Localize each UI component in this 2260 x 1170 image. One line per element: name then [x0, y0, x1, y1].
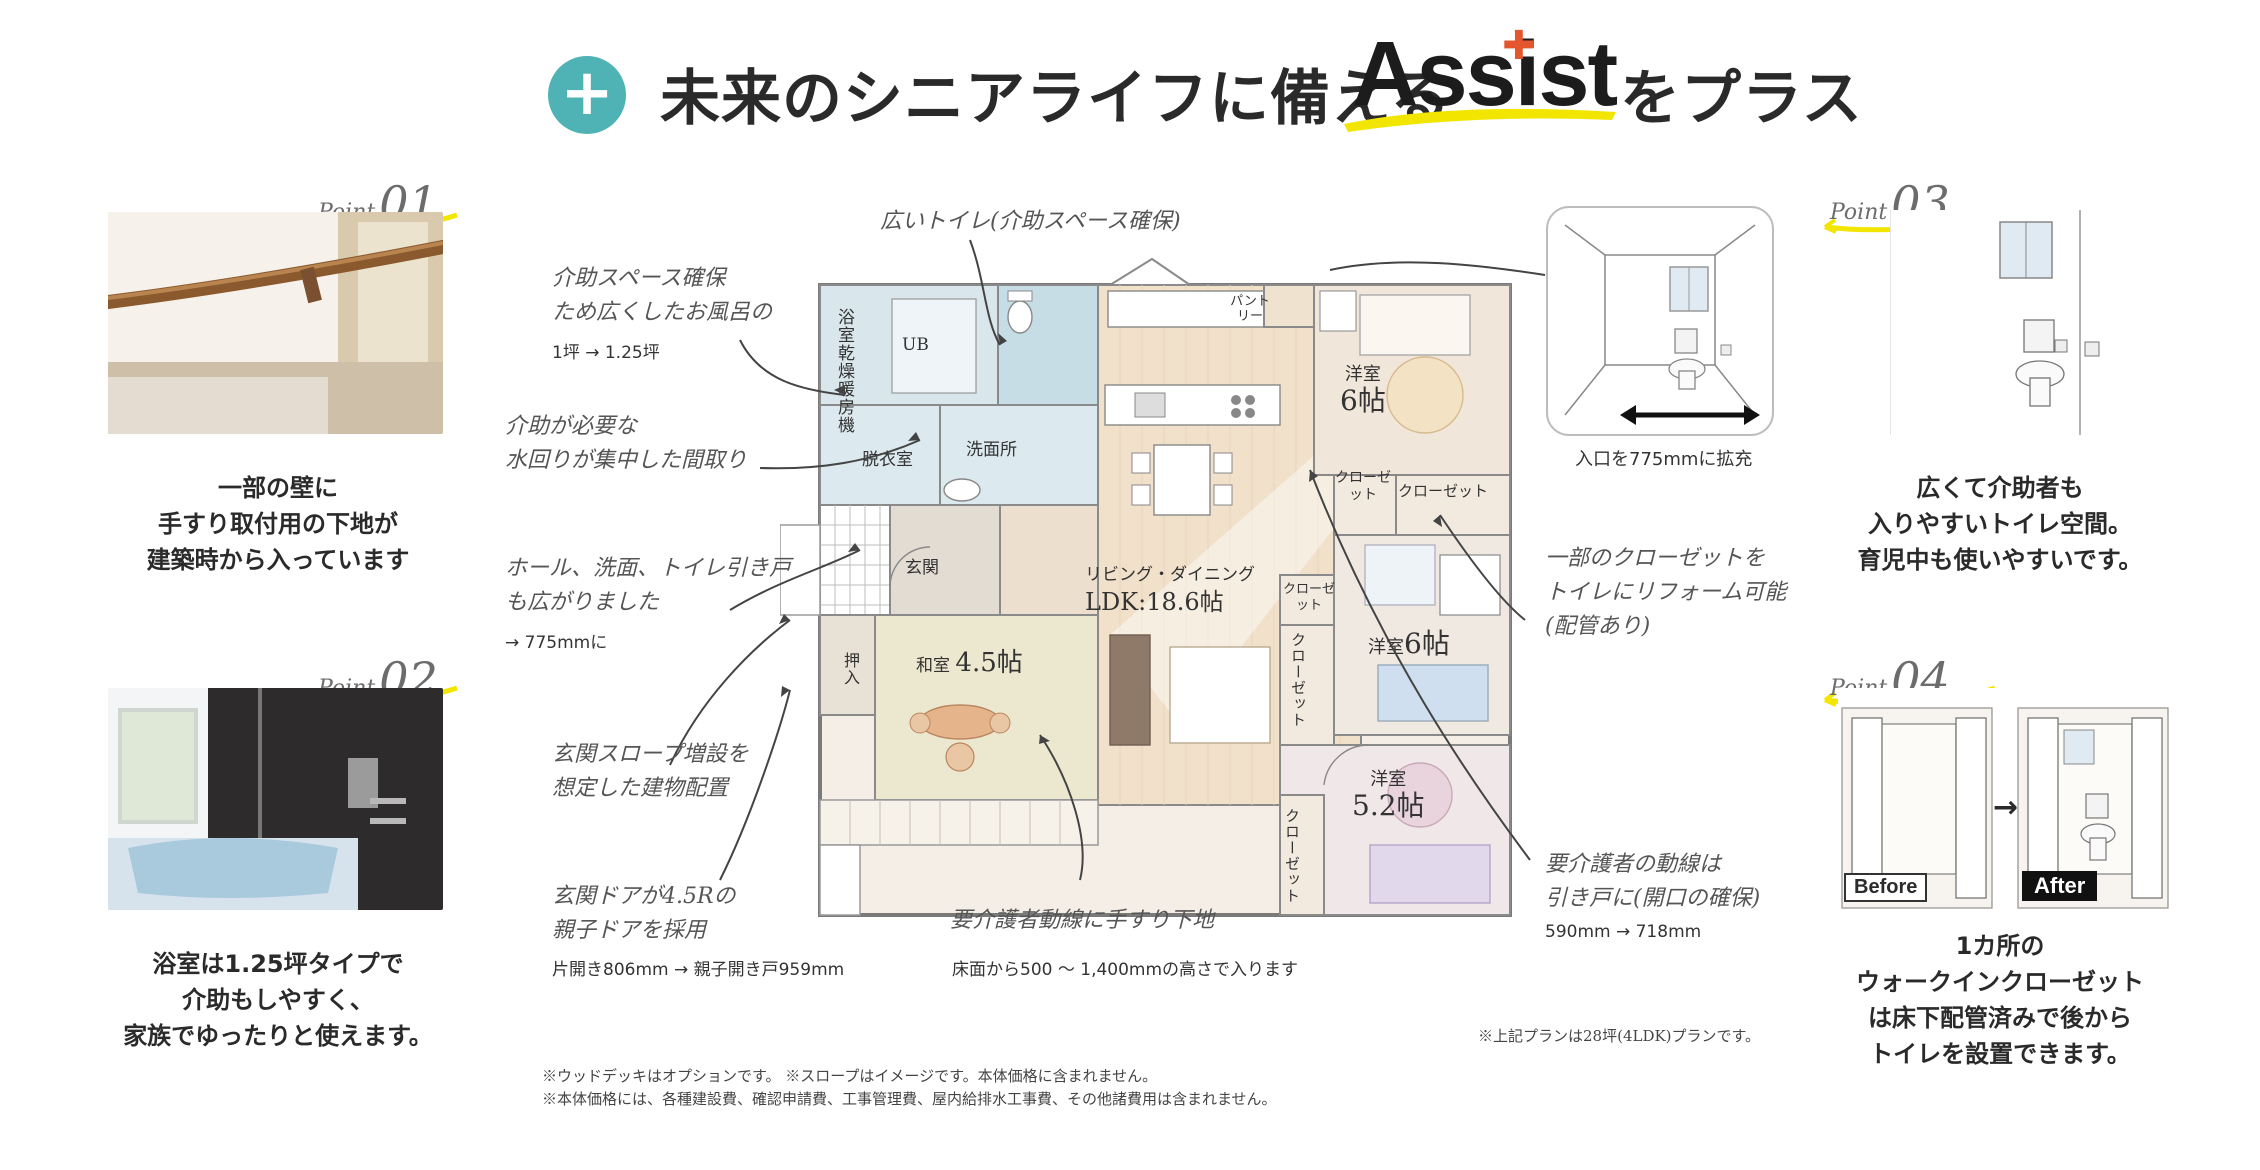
plan-room2-label: 洋室6帖: [1368, 627, 1450, 660]
plan-closet-ldk-label: クローゼット: [1283, 582, 1336, 613]
note-slope: 玄関スロープ増設を想定した建物配置: [552, 742, 749, 801]
point-04-caption: 1カ所の ウォークインクローゼット は床下配管済みで後から トイレを設置できます…: [1856, 932, 2144, 1068]
note-hall: ホール、洗面、トイレ引き戸も広がりました: [505, 556, 792, 615]
headline-title: 未来のシニアライフに備える: [660, 64, 1452, 134]
toilet-space-illustration: [1890, 210, 2105, 435]
plan-ub-label: UB: [902, 335, 929, 355]
plan-closet-room3-label: クローゼット: [1283, 808, 1301, 904]
before-badge: Before: [1844, 873, 1928, 902]
plan-ldk-name-label: リビング・ダイニング: [1085, 565, 1255, 585]
bathroom-photo: [108, 688, 443, 910]
note-door: 玄関ドアが4.5Rの親子ドアを採用: [552, 884, 736, 943]
footnote-1: ※ウッドデッキはオプションです。 ※スロープはイメージです。本体価格に含まれませ…: [542, 1067, 1158, 1085]
point-01-caption: 一部の壁に 手すり取付用の下地が 建築時から入っています: [146, 474, 410, 574]
plan-oshiire-label: 押入: [841, 652, 860, 686]
after-badge: After: [2022, 871, 2098, 901]
inset-caption: 入口を775mmに拡充: [1575, 449, 1753, 470]
point-03-caption: 広くて介助者も 入りやすいトイレ空間。 育児中も使いやすいです。: [1857, 474, 2143, 574]
assist-underline-swoosh: [1344, 108, 1616, 132]
note-water-area: 介助が必要な水回りが集中した間取り: [505, 414, 748, 473]
plan-bath-dryer-label: 浴室乾燥暖房機: [834, 308, 854, 434]
plan-closet-small-label: クローゼット: [1335, 470, 1391, 503]
note-sliding-door: 要介護者の動線は引き戸に(開口の確保): [1545, 852, 1761, 911]
plus-badge-icon: +: [548, 56, 626, 134]
plan-washroom-label: 洗面所: [966, 440, 1017, 460]
plan-ldk-size-label: LDK:18.6帖: [1085, 588, 1224, 616]
headline-suffix: をプラス: [1620, 64, 1863, 134]
assist-plus-icon: ✚: [1502, 23, 1536, 69]
plan-note: ※上記プランは28坪(4LDK)プランです。: [1478, 1027, 1761, 1045]
point-02-caption: 浴室は1.25坪タイプで 介助もしやすく、 家族でゆったりと使えます。: [123, 950, 433, 1050]
plan-washitsu-label: 和室 4.5帖: [916, 648, 1023, 678]
assist-logo-text: Assist: [1352, 23, 1618, 125]
note-bath-sub: 1坪 → 1.25坪: [552, 343, 660, 363]
note-sliding-sub: 590mm → 718mm: [1545, 922, 1702, 942]
toilet-inset-illustration: [1546, 206, 1774, 436]
handrail-photo: [108, 212, 443, 434]
note-door-sub: 片開き806mm → 親子開き戸959mm: [552, 960, 845, 980]
note-handrail: 要介護者動線に手すり下地: [950, 908, 1215, 933]
plan-pantry-label: パントリー: [1230, 294, 1270, 324]
note-hall-sub: → 775mmに: [505, 633, 608, 653]
plan-entrance-label: 玄関: [905, 558, 939, 578]
note-handrail-sub: 床面から500 ～ 1,400mmの高さで入ります: [952, 960, 1299, 980]
footnote-2: ※本体価格には、各種建設費、確認申請費、工事管理費、屋内給排水工事費、その他諸費…: [542, 1090, 1277, 1108]
note-bath: 介助スペース確保ため広くしたお風呂の: [552, 266, 773, 325]
note-closet-reform: 一部のクローゼットをトイレにリフォーム可能(配管あり): [1545, 546, 1787, 639]
plan-closet-vertical-label: クローゼット: [1289, 632, 1307, 728]
note-wide-toilet: 広いトイレ(介助スペース確保): [880, 209, 1181, 234]
before-after-arrow-icon: →: [1993, 790, 2019, 825]
plan-closet-label: クローゼット: [1398, 482, 1489, 500]
plan-dressing-room-label: 脱衣室: [862, 450, 913, 470]
